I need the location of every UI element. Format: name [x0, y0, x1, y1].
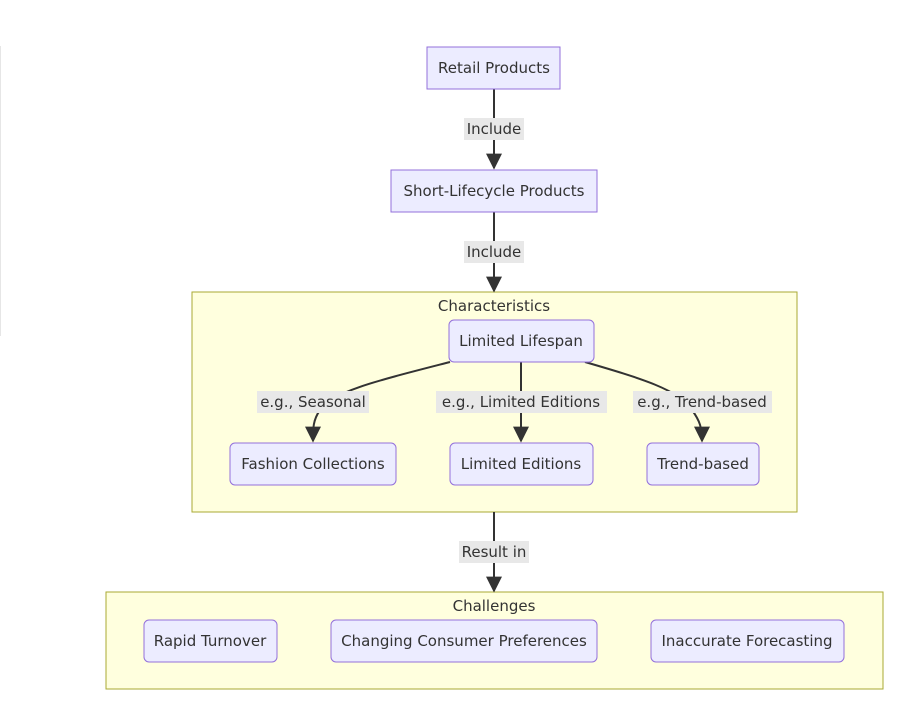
node-retail-products: Retail Products	[426, 46, 561, 90]
svg-text:Include: Include	[467, 243, 522, 261]
svg-text:Retail Products: Retail Products	[438, 59, 550, 77]
node-trend-based: Trend-based	[646, 442, 760, 486]
svg-text:Changing Consumer Preferences: Changing Consumer Preferences	[341, 632, 587, 650]
svg-text:Rapid Turnover: Rapid Turnover	[154, 632, 267, 650]
svg-text:e.g., Seasonal: e.g., Seasonal	[260, 393, 366, 411]
node-fashion-collections: Fashion Collections	[229, 442, 397, 486]
svg-text:Trend-based: Trend-based	[656, 455, 749, 473]
edge-label-short-to-characteristics: Include	[464, 241, 524, 263]
svg-text:Fashion Collections: Fashion Collections	[241, 455, 385, 473]
svg-text:e.g., Limited Editions: e.g., Limited Editions	[442, 393, 600, 411]
node-rapid-turnover: Rapid Turnover	[143, 619, 278, 663]
node-changing-consumer-preferences: Changing Consumer Preferences	[330, 619, 598, 663]
edge-label-lifespan-to-trend: e.g., Trend-based	[633, 391, 772, 413]
edge-label-lifespan-to-fashion: e.g., Seasonal	[257, 391, 369, 413]
svg-text:Result in: Result in	[462, 543, 527, 561]
edge-label-lifespan-to-limited: e.g., Limited Editions	[436, 391, 607, 413]
svg-text:e.g., Trend-based: e.g., Trend-based	[637, 393, 767, 411]
svg-text:Short-Lifecycle Products: Short-Lifecycle Products	[403, 182, 584, 200]
node-short-lifecycle-products: Short-Lifecycle Products	[390, 169, 598, 213]
node-inaccurate-forecasting: Inaccurate Forecasting	[650, 619, 845, 663]
edge-label-retail-to-short: Include	[464, 118, 524, 140]
svg-text:Limited Editions: Limited Editions	[461, 455, 582, 473]
challenges-cluster-label: Challenges	[453, 597, 536, 615]
edge-label-characteristics-to-challenges: Result in	[459, 541, 529, 563]
characteristics-cluster-label: Characteristics	[438, 297, 550, 315]
left-edge-line	[0, 46, 1, 336]
node-limited-editions: Limited Editions	[449, 442, 594, 486]
svg-text:Inaccurate Forecasting: Inaccurate Forecasting	[661, 632, 832, 650]
node-limited-lifespan: Limited Lifespan	[448, 319, 595, 363]
svg-text:Include: Include	[467, 120, 522, 138]
svg-text:Limited Lifespan: Limited Lifespan	[459, 332, 583, 350]
